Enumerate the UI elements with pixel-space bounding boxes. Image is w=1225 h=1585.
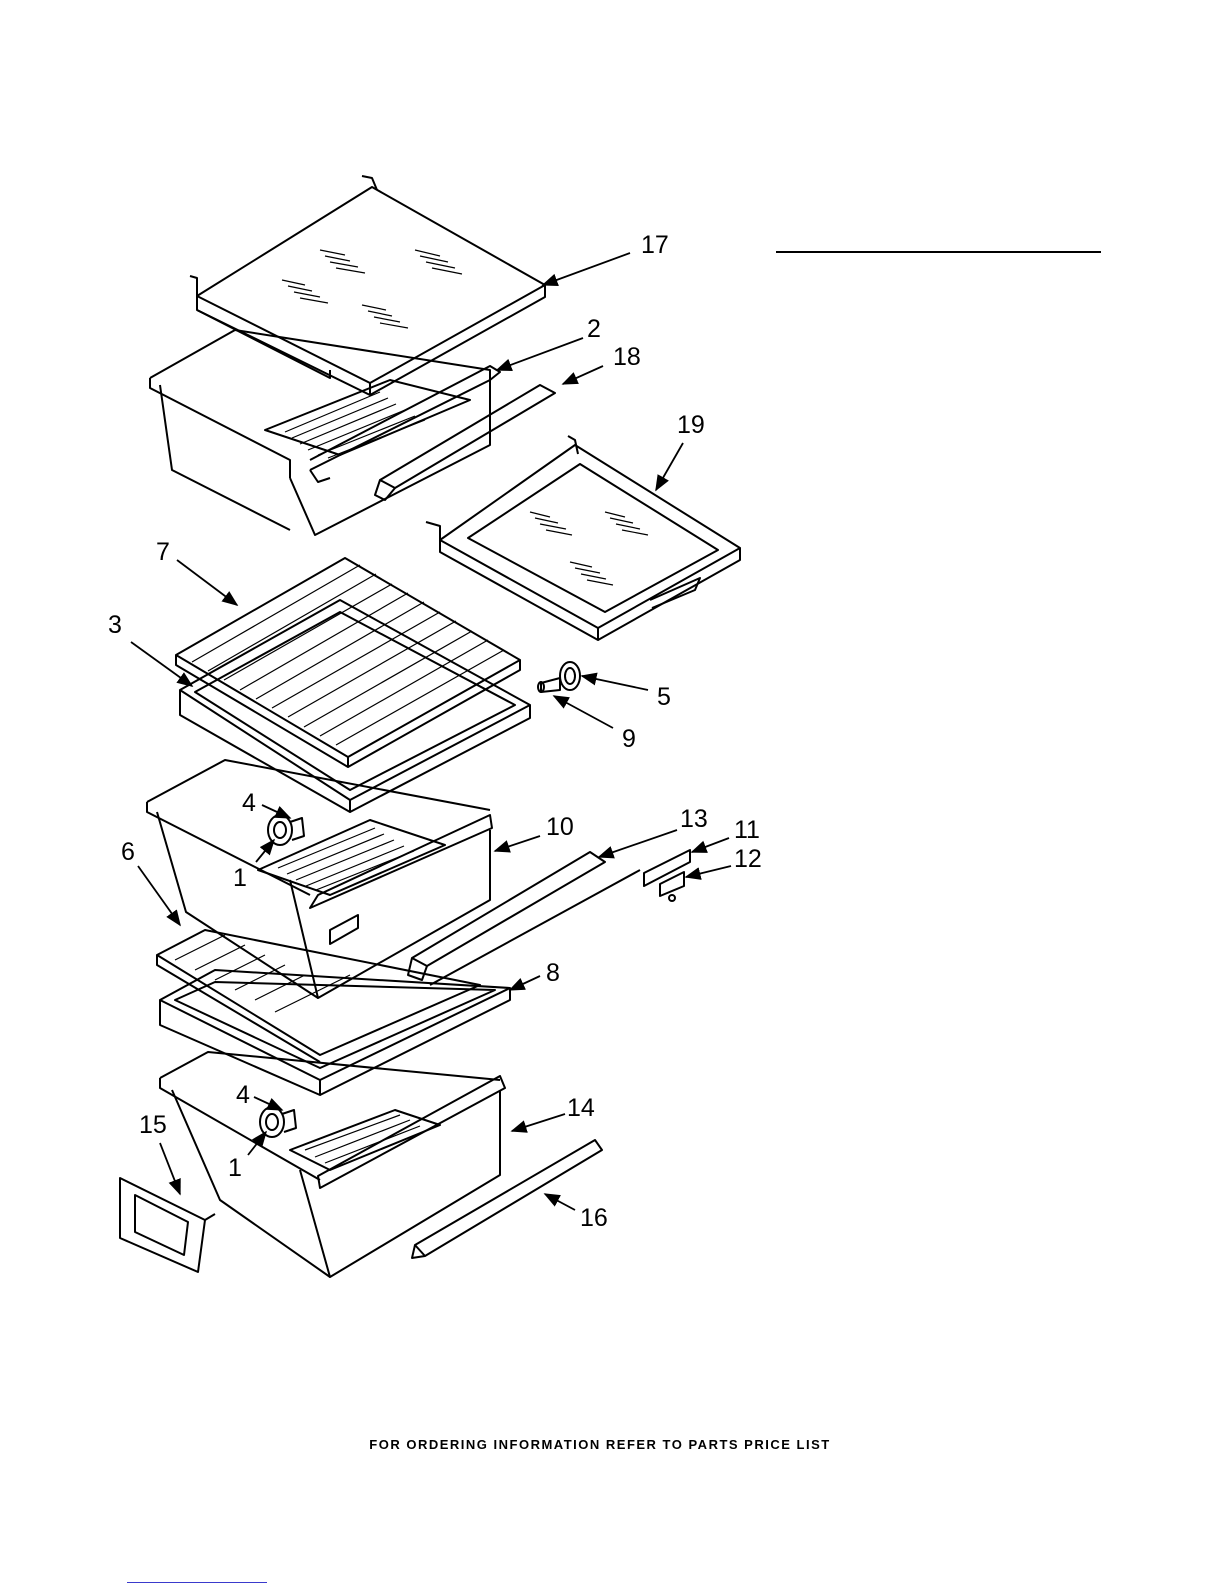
callout-15: 15 [139, 1111, 167, 1139]
callout-16: 16 [580, 1204, 608, 1232]
leader-12 [686, 866, 731, 877]
part-3-cover-frame [180, 600, 530, 812]
leader-1a [256, 840, 274, 862]
callout-10: 10 [546, 813, 574, 841]
leader-1b [248, 1132, 266, 1155]
leader-6 [138, 866, 180, 925]
callout-2: 2 [587, 315, 601, 343]
leader-19 [656, 443, 683, 490]
part-5-roller [560, 662, 580, 690]
part-14-crisper-drawer [160, 1052, 505, 1277]
leader-8 [510, 976, 540, 990]
callout-3: 3 [108, 611, 122, 639]
callout-4-upper: 4 [242, 789, 256, 817]
leader-13 [599, 830, 677, 857]
callout-12: 12 [734, 845, 762, 873]
bottom-link-underline[interactable] [127, 1582, 267, 1583]
leader-15 [160, 1143, 180, 1194]
callout-9: 9 [622, 725, 636, 753]
leader-11 [692, 838, 729, 852]
leader-5 [582, 676, 648, 690]
part-13-handle-strip [408, 852, 640, 985]
part-16-handle-strip [412, 1140, 602, 1258]
callout-1-upper: 1 [233, 864, 247, 892]
leader-7 [177, 560, 237, 605]
part-9-bolt [538, 678, 560, 692]
callout-7: 7 [156, 538, 170, 566]
part-17-top-shelf [190, 176, 545, 395]
leader-14 [512, 1114, 565, 1131]
leader-17 [543, 253, 630, 285]
callout-1-lower: 1 [228, 1154, 242, 1182]
callout-13: 13 [680, 805, 708, 833]
leader-2 [497, 338, 583, 370]
part-19-small-shelf [426, 436, 740, 640]
leader-10 [495, 836, 540, 851]
leader-3 [131, 642, 192, 686]
callout-19: 19 [677, 411, 705, 439]
callout-14: 14 [567, 1094, 595, 1122]
callout-4-lower: 4 [236, 1081, 250, 1109]
ordering-info-note: FOR ORDERING INFORMATION REFER TO PARTS … [0, 1437, 1200, 1452]
callout-8: 8 [546, 959, 560, 987]
leader-9 [554, 696, 613, 728]
callout-6: 6 [121, 838, 135, 866]
leader-18 [563, 366, 603, 384]
callout-17: 17 [641, 231, 669, 259]
leader-16 [545, 1194, 575, 1210]
callout-11: 11 [734, 816, 760, 844]
callout-5: 5 [657, 683, 671, 711]
callout-18: 18 [613, 343, 641, 371]
part-15-label-plate [120, 1178, 215, 1272]
